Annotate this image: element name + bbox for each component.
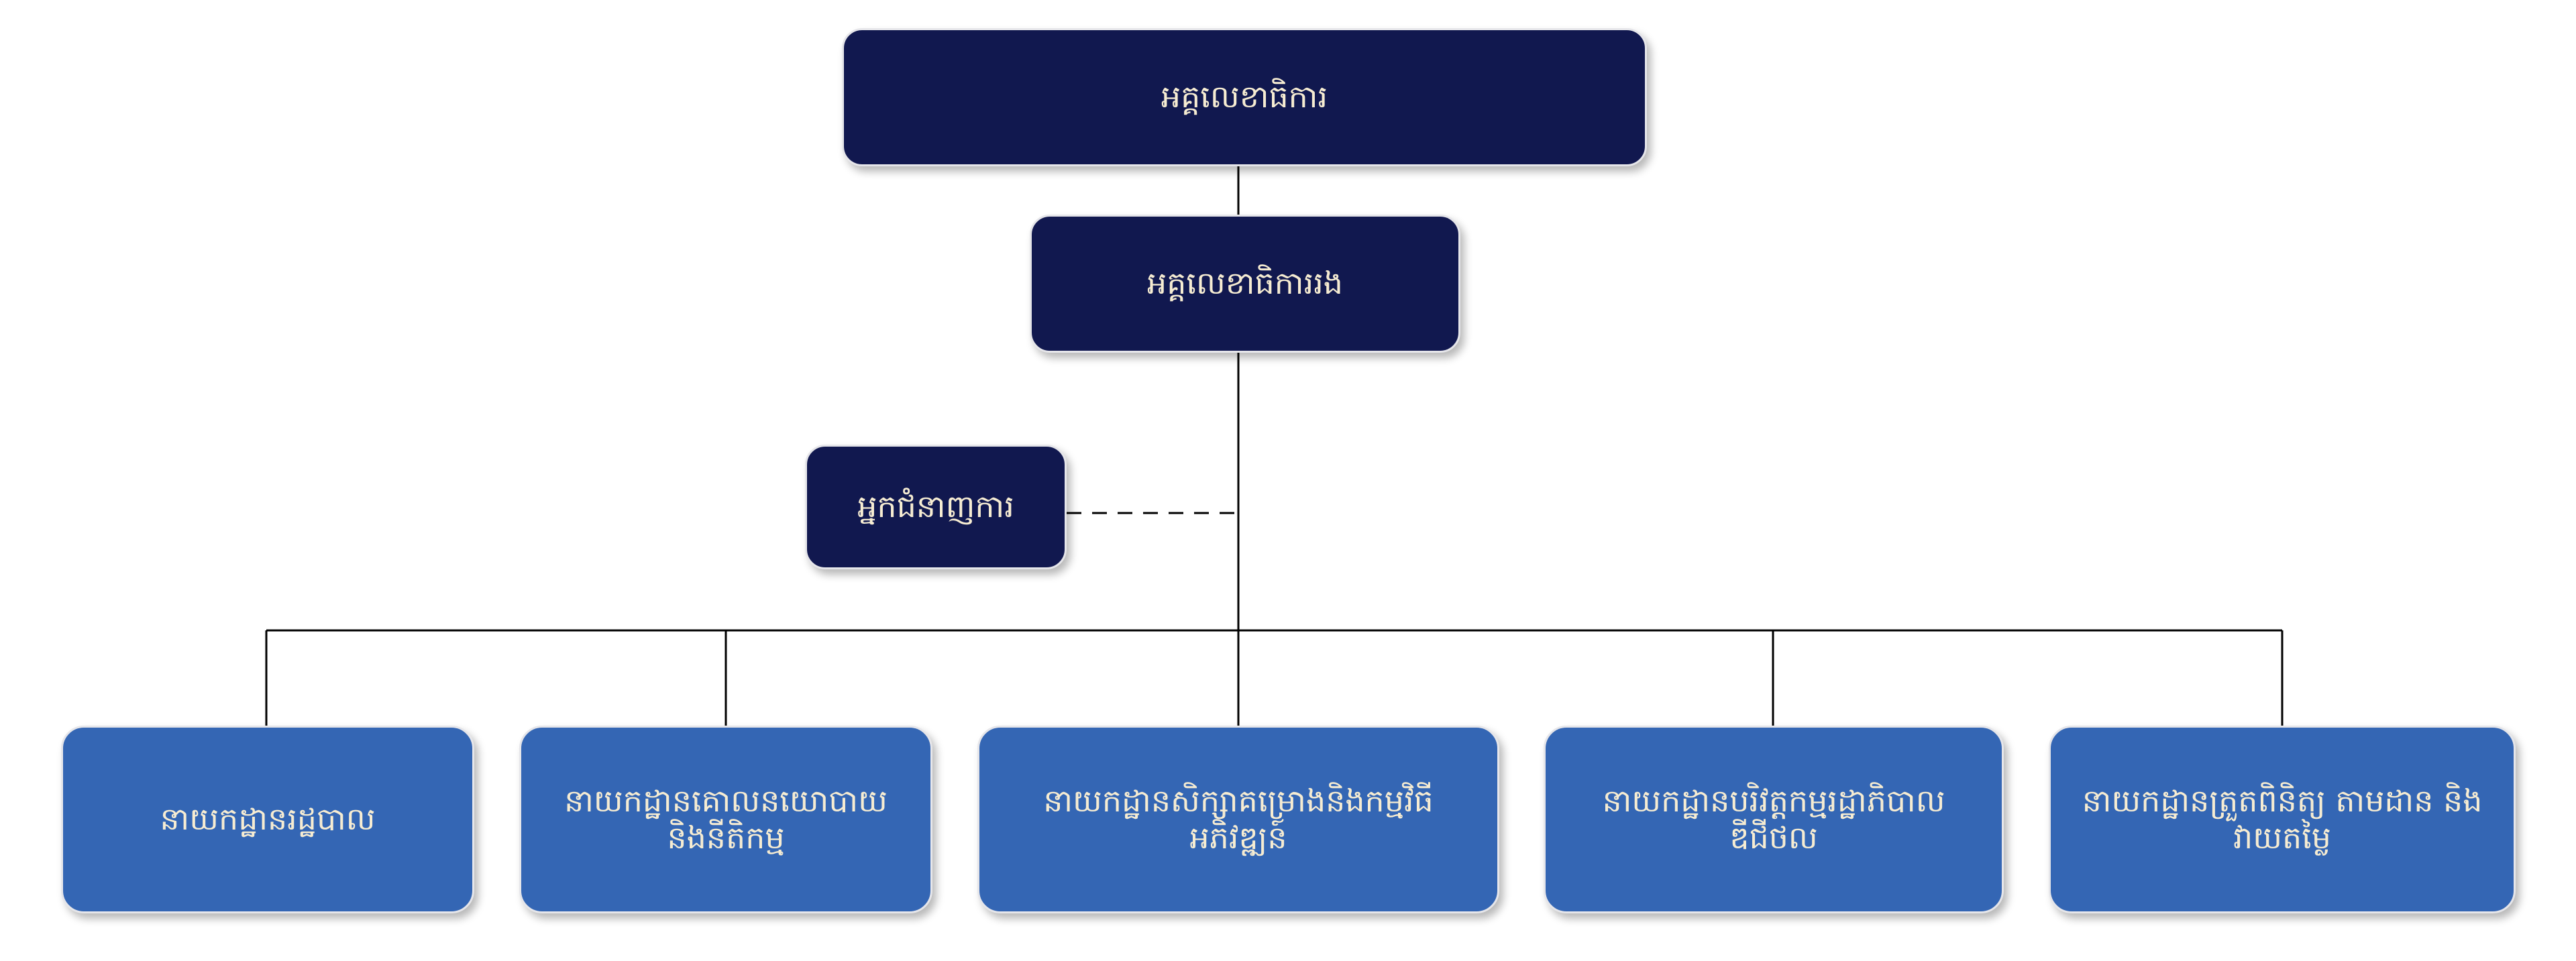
department-label: នាយកដ្ឋានរដ្ឋបាល xyxy=(160,801,376,838)
advisor-box: អ្នកជំនាញការ xyxy=(805,445,1067,569)
department-box-project-program-study: នាយកដ្ឋានសិក្សាគម្រោងនិងកម្មវិធី អភិវឌ្ឍ… xyxy=(977,726,1499,913)
department-label: នាយកដ្ឋានត្រួតពិនិត្យ តាមដាន និង វាយតម្ល… xyxy=(2082,782,2483,856)
department-label: នាយកដ្ឋានគោលនយោបាយ និងនីតិកម្ម xyxy=(564,782,888,856)
secretary-general-label: អគ្គលេខាធិការ xyxy=(1161,78,1328,115)
department-box-administration: នាយកដ្ឋានរដ្ឋបាល xyxy=(61,726,474,913)
department-label: នាយកដ្ឋានសិក្សាគម្រោងនិងកម្មវិធី អភិវឌ្ឍ… xyxy=(1043,782,1434,856)
advisor-label: អ្នកជំនាញការ xyxy=(857,488,1014,525)
deputy-secretary-general-label: អគ្គលេខាធិការរង xyxy=(1147,265,1343,302)
secretary-general-box: អគ្គលេខាធិការ xyxy=(842,28,1647,166)
department-box-digital-government: នាយកដ្ឋានបរិវត្តកម្មរដ្ឋាភិបាល ឌីជីថល xyxy=(1544,726,2004,913)
department-label: នាយកដ្ឋានបរិវត្តកម្មរដ្ឋាភិបាល ឌីជីថល xyxy=(1602,782,1945,856)
department-box-policy-legislation: នាយកដ្ឋានគោលនយោបាយ និងនីតិកម្ម xyxy=(519,726,932,913)
department-box-monitoring-evaluation: នាយកដ្ឋានត្រួតពិនិត្យ តាមដាន និង វាយតម្ល… xyxy=(2049,726,2516,913)
deputy-secretary-general-box: អគ្គលេខាធិការរង xyxy=(1030,215,1460,353)
